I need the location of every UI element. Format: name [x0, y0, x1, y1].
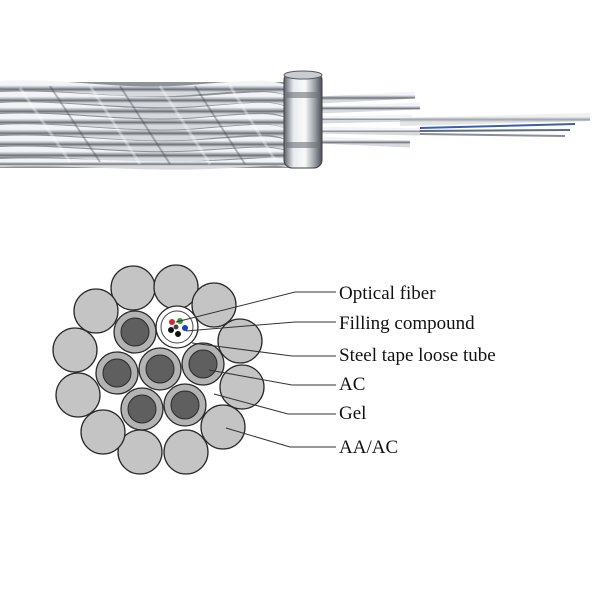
steel-tape-loose-tube: [156, 306, 198, 348]
ac-strand: [182, 343, 224, 385]
label-steel-tape-loose-tube: Steel tape loose tube: [339, 345, 496, 366]
outer-strand: [81, 410, 125, 454]
outer-strand: [111, 266, 155, 310]
optical-fiber: [175, 331, 181, 337]
ac-strand: [114, 311, 156, 353]
label-aa-ac: AA/AC: [339, 437, 398, 458]
outer-strand: [56, 373, 100, 417]
label-ac: AC: [339, 374, 365, 395]
outer-strand: [192, 283, 236, 327]
ac-strand: [164, 384, 206, 426]
cable-photo: [0, 71, 590, 168]
outer-strand: [164, 430, 208, 474]
optical-fiber: [168, 327, 174, 333]
outer-strand: [220, 365, 264, 409]
outer-strand: [154, 265, 198, 309]
labels: Optical fiber Filling compound Steel tap…: [339, 283, 496, 458]
label-filling-compound: Filling compound: [339, 313, 475, 334]
outer-strand: [201, 405, 245, 449]
outer-strand: [74, 289, 118, 333]
unwound-strands: [318, 95, 590, 150]
ac-strand: [96, 352, 138, 394]
label-gel: Gel: [339, 403, 366, 424]
ac-strand: [139, 348, 181, 390]
label-optical-fiber: Optical fiber: [339, 283, 436, 304]
optical-fiber: [169, 319, 175, 325]
cable-cross-section: Optical fiber Filling compound Steel tap…: [53, 265, 496, 474]
cable-clamp: [284, 71, 322, 168]
optical-fiber: [174, 325, 179, 330]
twisted-strands: [0, 85, 292, 165]
ac-strand: [121, 388, 163, 430]
outer-strand: [53, 328, 97, 372]
optical-fiber: [182, 325, 188, 331]
